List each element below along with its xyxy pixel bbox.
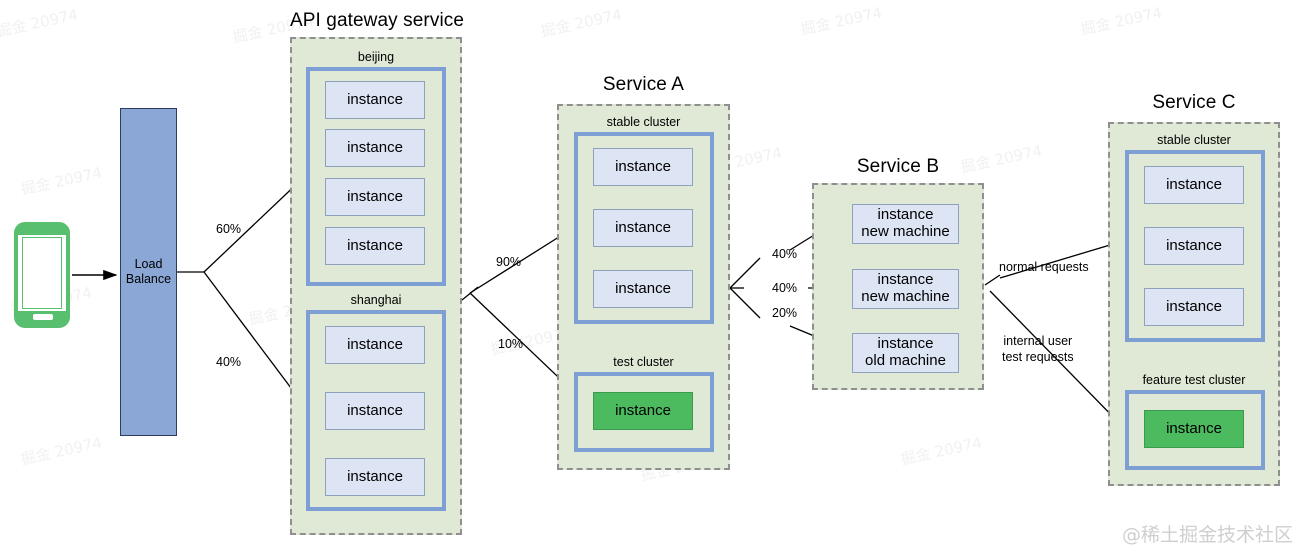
instance-line2: old machine xyxy=(865,352,946,369)
cluster-shanghai: instance instance instance xyxy=(306,310,446,511)
instance-line1: instance xyxy=(877,271,934,289)
instance-box[interactable]: instance new machine xyxy=(852,269,959,309)
edge-label-lb-to-beijing: 60% xyxy=(216,222,242,236)
instance-box[interactable]: instance xyxy=(325,227,425,265)
arrow-gw-to-stable-a xyxy=(469,229,572,294)
site-watermark: @稀土掘金技术社区 xyxy=(1121,524,1293,546)
instance-box[interactable]: instance xyxy=(1144,288,1244,326)
arrow-b-to-c-stable xyxy=(999,241,1122,279)
instance-box[interactable]: instance xyxy=(325,129,425,167)
instance-box[interactable]: instance xyxy=(325,81,425,119)
load-balancer-box[interactable]: Load Balance xyxy=(120,108,177,436)
group-title-api-gateway: API gateway service xyxy=(290,10,465,31)
mobile-phone-icon xyxy=(14,222,70,328)
bc-junction-stub xyxy=(984,274,1001,286)
instance-box[interactable]: instance xyxy=(325,178,425,216)
arrow-lb-to-shanghai xyxy=(203,271,304,406)
edge-label-lb-to-shanghai: 40% xyxy=(216,355,242,369)
cluster-label-beijing: beijing xyxy=(357,50,395,64)
instance-box[interactable]: instance xyxy=(325,458,425,496)
instance-box[interactable]: instance new machine xyxy=(852,204,959,244)
instance-box[interactable]: instance xyxy=(325,326,425,364)
ab-branch-down xyxy=(729,287,761,319)
cluster-beijing: instance instance instance instance xyxy=(306,67,446,286)
edge-label-b-to-c-normal: normal requests xyxy=(999,260,1089,274)
cluster-stable-c: instance instance instance xyxy=(1125,150,1265,342)
instance-line2: new machine xyxy=(861,288,950,305)
instance-box[interactable]: instance old machine xyxy=(852,333,959,373)
edge-label-b-to-c-test-line1: internal user xyxy=(1003,334,1073,348)
edge-label-b-to-c-test-line2: test requests xyxy=(1002,349,1074,364)
instance-line1: instance xyxy=(877,206,934,224)
instance-box-green[interactable]: instance xyxy=(593,392,693,430)
group-title-service-b: Service B xyxy=(856,156,940,177)
load-balancer-label-line2: Balance xyxy=(125,272,172,286)
edge-label-a-to-b3: 20% xyxy=(772,306,798,320)
instance-box[interactable]: instance xyxy=(593,148,693,186)
cluster-label-stable-c: stable cluster xyxy=(1157,133,1231,147)
instance-box[interactable]: instance xyxy=(1144,227,1244,265)
cluster-stable-a: instance instance instance xyxy=(574,132,714,324)
instance-box[interactable]: instance xyxy=(1144,166,1244,204)
cluster-label-test-a: test cluster xyxy=(613,355,674,369)
load-balancer-label-line1: Load xyxy=(134,257,163,271)
instance-box[interactable]: instance xyxy=(325,392,425,430)
cluster-feature-test-c: instance xyxy=(1125,390,1265,470)
edge-label-gw-to-test-a: 10% xyxy=(498,337,524,351)
edge-label-b-to-c-test: internal user test requests xyxy=(1002,334,1074,365)
group-title-service-a: Service A xyxy=(602,74,685,95)
edge-label-a-to-b1: 40% xyxy=(772,247,798,261)
group-title-service-c: Service C xyxy=(1152,92,1236,113)
group-service-b: instance new machine instance new machin… xyxy=(812,183,984,390)
edge-label-a-to-b2: 40% xyxy=(772,281,798,295)
ab-branch-up xyxy=(729,257,761,289)
instance-line1: instance xyxy=(877,335,934,353)
cluster-label-feature-test-c: feature test cluster xyxy=(1142,373,1246,387)
instance-box[interactable]: instance xyxy=(593,209,693,247)
instance-box-green[interactable]: instance xyxy=(1144,410,1244,448)
arrow-lb-to-beijing xyxy=(203,177,304,273)
instance-box[interactable]: instance xyxy=(593,270,693,308)
cluster-label-stable-a: stable cluster xyxy=(606,115,681,129)
group-service-a: stable cluster instance instance instanc… xyxy=(557,104,730,470)
group-api-gateway: beijing instance instance instance insta… xyxy=(290,37,462,535)
cluster-label-shanghai: shanghai xyxy=(350,293,402,307)
cluster-test-a: instance xyxy=(574,372,714,452)
instance-line2: new machine xyxy=(861,223,950,240)
group-service-c: stable cluster instance instance instanc… xyxy=(1108,122,1280,486)
arrow-b-to-c-test xyxy=(989,290,1125,429)
edge-label-gw-to-stable-a: 90% xyxy=(496,255,522,269)
